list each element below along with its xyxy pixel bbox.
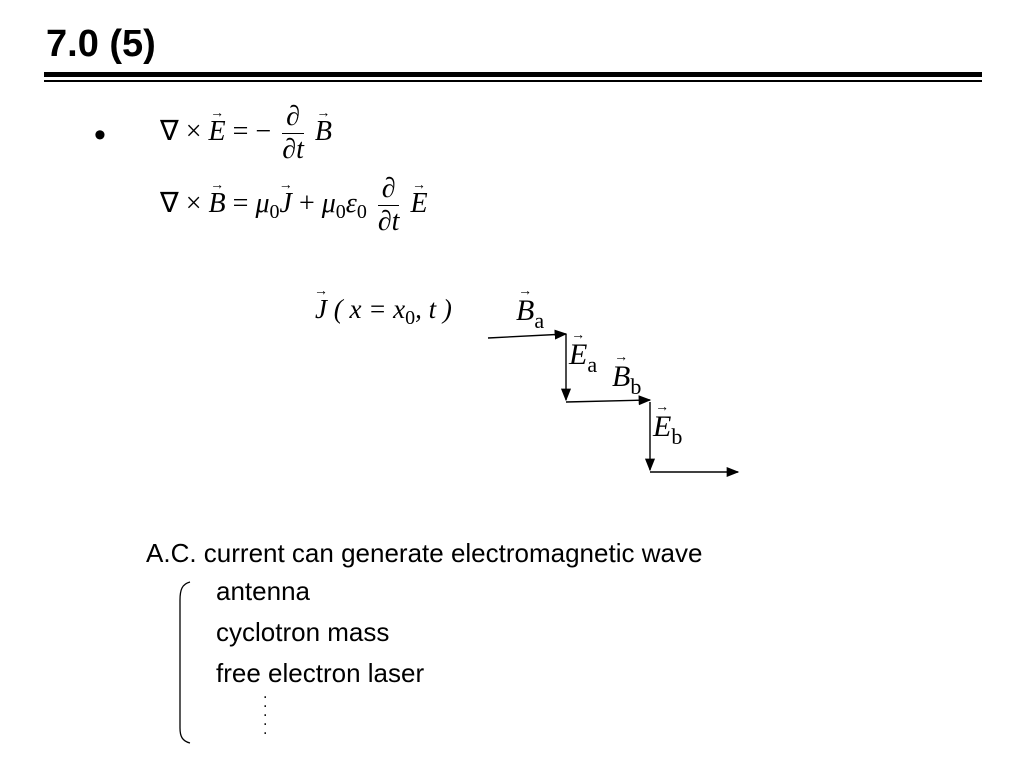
equals-minus: = −: [232, 115, 272, 147]
epsilon-symbol: ε: [345, 187, 357, 219]
plus-sign: +: [298, 187, 315, 219]
source-current: J ( x = x0, t ): [315, 294, 452, 329]
source-args: ( x = x: [333, 294, 406, 324]
curl-operator: ∇ ×: [160, 187, 202, 219]
subscript-zero: 0: [356, 200, 367, 223]
statement-text: A.C. current can generate electromagneti…: [146, 538, 703, 568]
source-tail: , t ): [415, 294, 452, 324]
mu-symbol: μ: [255, 187, 270, 219]
time-derivative: ∂ ∂t: [377, 175, 400, 237]
equals-sign: =: [232, 187, 249, 219]
slide-title: 7.0 (5): [46, 23, 156, 65]
bullet: •: [94, 116, 106, 154]
vertical-ellipsis: ·····: [263, 690, 268, 742]
ampere-maxwell-equation: ∇ × B = μ0J + μ0ε0 ∂ ∂t E: [160, 175, 428, 236]
partial-t: ∂t: [282, 134, 304, 165]
subscript-zero: 0: [269, 200, 280, 223]
mu-symbol: μ: [321, 187, 336, 219]
ellipsis-value: ⋮: [0, 0, 1, 1]
arrow-b-a: [487, 329, 568, 340]
partial-t: ∂t: [377, 206, 400, 237]
subscript-zero: 0: [335, 200, 346, 223]
b-field-vector: B: [315, 117, 332, 146]
application-item: free electron laser: [216, 658, 425, 688]
title-underline-thin: [44, 80, 982, 82]
e-field-vector: E: [410, 189, 427, 218]
faraday-equation: ∇ × E = − ∂ ∂t B: [160, 103, 332, 164]
arrow-b-b: [565, 395, 652, 406]
label-b-a: Ba: [516, 296, 544, 332]
e-field-vector: E: [209, 117, 226, 146]
partial-symbol: ∂: [377, 175, 400, 206]
label-e-a: Ea: [569, 340, 597, 376]
left-brace: [179, 581, 191, 744]
label-b-b: Bb: [612, 362, 641, 398]
curl-operator: ∇ ×: [160, 115, 202, 147]
label-e-b: Eb: [653, 412, 682, 448]
title-underline-thick: [44, 72, 982, 77]
application-item: antenna: [216, 576, 310, 606]
current-density-vector: J: [280, 189, 292, 218]
time-derivative: ∂ ∂t: [282, 103, 304, 164]
application-item: cyclotron mass: [216, 617, 390, 647]
current-density-vector: J: [315, 296, 327, 323]
partial-symbol: ∂: [282, 103, 304, 134]
subscript-zero: 0: [405, 307, 416, 329]
b-field-vector: B: [209, 189, 226, 218]
